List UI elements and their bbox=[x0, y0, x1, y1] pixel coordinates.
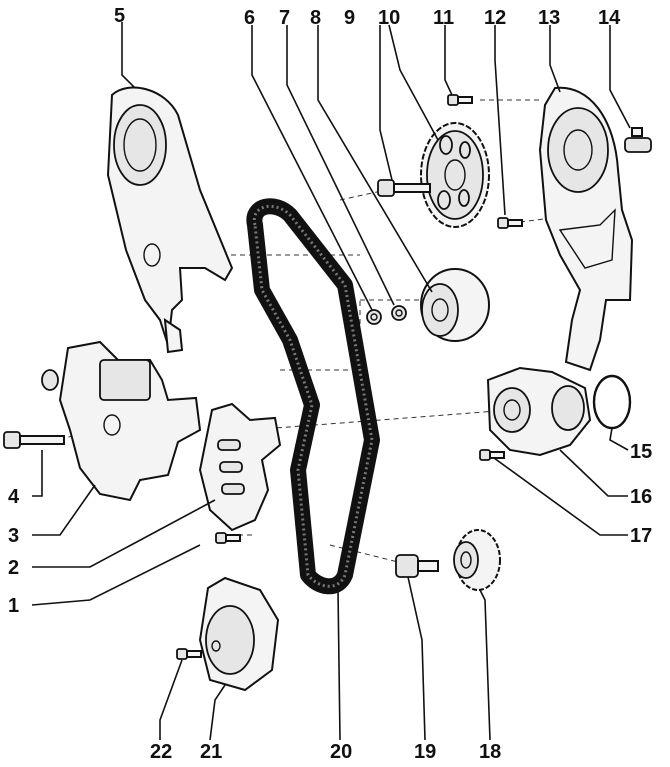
callout-17: 17 bbox=[630, 525, 652, 547]
callout-8: 8 bbox=[310, 7, 321, 29]
callout-6: 6 bbox=[244, 7, 255, 29]
callout-3: 3 bbox=[8, 525, 19, 547]
tensioner-nut bbox=[366, 309, 382, 325]
rear-timing-cover bbox=[538, 86, 634, 372]
callout-13: 13 bbox=[538, 7, 560, 29]
callout-21: 21 bbox=[200, 741, 222, 763]
lower-timing-cover-inner bbox=[198, 402, 282, 532]
callout-4: 4 bbox=[8, 486, 20, 508]
cover-plate-bolt bbox=[215, 532, 241, 544]
bracket-bolt bbox=[3, 431, 65, 449]
crankshaft-sprocket-bolt bbox=[395, 554, 439, 578]
sensor-plug bbox=[624, 127, 652, 153]
tensioner-pulley bbox=[420, 268, 490, 342]
callout-22: 22 bbox=[150, 741, 172, 763]
callout-14: 14 bbox=[598, 7, 621, 29]
callout-16: 16 bbox=[630, 486, 652, 508]
callout-12: 12 bbox=[484, 7, 506, 29]
leader-lines bbox=[31, 22, 631, 741]
callout-9: 9 bbox=[344, 7, 355, 29]
toothed-timing-belt bbox=[246, 198, 380, 595]
engine-mounting-bracket bbox=[41, 340, 202, 502]
callout-numbers: 1 2 3 4 5 6 7 8 9 10 11 12 13 14 15 16 1… bbox=[8, 5, 652, 763]
callout-15: 15 bbox=[630, 441, 652, 463]
camshaft-sprocket-bolt bbox=[377, 179, 431, 197]
callout-11: 11 bbox=[433, 7, 454, 29]
callout-19: 19 bbox=[414, 741, 436, 763]
callout-5: 5 bbox=[114, 5, 125, 27]
upper-timing-cover bbox=[106, 86, 234, 354]
lower-timing-cover bbox=[198, 576, 280, 692]
crankshaft-sprocket bbox=[453, 529, 501, 591]
cover-bolt-middle bbox=[497, 217, 523, 229]
callout-18: 18 bbox=[479, 741, 501, 763]
camshaft-sprocket bbox=[420, 122, 490, 228]
callout-10: 10 bbox=[378, 7, 400, 29]
lower-cover-bolt bbox=[176, 648, 202, 660]
callout-2: 2 bbox=[8, 557, 19, 579]
callout-7: 7 bbox=[279, 7, 290, 29]
water-pump-o-ring bbox=[592, 374, 632, 430]
tensioner-washer bbox=[391, 305, 407, 321]
water-pump-bolt bbox=[479, 449, 505, 461]
cover-bolt-upper bbox=[447, 94, 473, 106]
callout-20: 20 bbox=[330, 741, 352, 763]
callout-1: 1 bbox=[8, 595, 19, 617]
water-pump bbox=[486, 366, 592, 457]
